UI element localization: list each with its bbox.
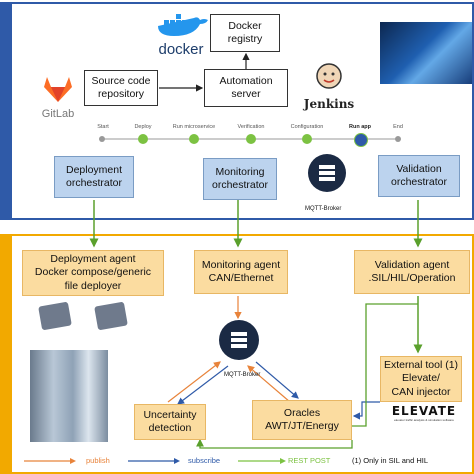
arrow-rest-route bbox=[352, 303, 418, 427]
top-panel bbox=[10, 2, 474, 220]
mqtt-broker-bottom-icon bbox=[219, 320, 259, 360]
arrow-tool-oracles bbox=[352, 401, 380, 420]
stage-start: Start bbox=[97, 124, 109, 130]
progress-icon-run-app bbox=[354, 133, 368, 147]
oracles-box: Oracles AWT/JT/Energy bbox=[252, 400, 352, 440]
automation-server-box: Automation server bbox=[204, 69, 288, 107]
footnote: (1) Only in SIL and HIL bbox=[352, 456, 429, 465]
server-icon bbox=[319, 165, 335, 181]
stage-end: End bbox=[393, 124, 403, 130]
stage-verification: Verification bbox=[237, 124, 265, 130]
docker-whale-icon bbox=[158, 14, 208, 36]
top-panel-stripe bbox=[0, 2, 12, 220]
server-icon bbox=[231, 332, 247, 348]
check-icon-deploy bbox=[138, 134, 148, 144]
legend-rest-post: REST POST bbox=[288, 456, 331, 465]
stage-dot-end bbox=[395, 136, 401, 142]
mqtt-broker-top-icon bbox=[308, 154, 346, 192]
elevator-image bbox=[30, 350, 108, 442]
gitlab-logo: GitLab bbox=[36, 75, 80, 120]
arrow-broker-uncertainty bbox=[177, 365, 229, 405]
deployment-agent-box: Deployment agent Docker compose/generic … bbox=[22, 250, 164, 296]
source-code-repository-box: Source code repository bbox=[84, 70, 158, 106]
mqtt-broker-bottom-label: MQTT-Broker bbox=[224, 372, 261, 378]
monitoring-orchestrator-box: Monitoring orchestrator bbox=[203, 158, 277, 200]
mqtt-broker-top-label: MQTT-Broker bbox=[305, 206, 342, 212]
elevate-logo: ELEVATE elevator traffic analysis & simu… bbox=[382, 404, 466, 426]
stage-deploy: Deploy bbox=[134, 124, 152, 130]
stage-run-app: Run app bbox=[349, 124, 371, 130]
docker-logo: docker bbox=[152, 12, 210, 58]
check-icon-run-microservice bbox=[189, 134, 199, 144]
elevate-tagline: elevator traffic analysis & simulation s… bbox=[394, 418, 454, 422]
validation-orchestrator-box: Validation orchestrator bbox=[378, 155, 460, 197]
arrow-broker-oracles bbox=[255, 361, 299, 399]
docker-logo-text: docker bbox=[158, 41, 204, 58]
legend-arrows bbox=[24, 458, 286, 464]
legend-rest-arrow bbox=[280, 458, 286, 464]
server-image bbox=[380, 22, 472, 84]
legend-publish-arrow bbox=[70, 458, 76, 464]
gitlab-logo-text: GitLab bbox=[41, 108, 75, 120]
stage-run-microservice: Run microservice bbox=[172, 124, 216, 130]
stage-dot-start bbox=[99, 136, 105, 142]
device-board-image bbox=[38, 301, 72, 331]
stage-configuration: Configuration bbox=[290, 124, 324, 130]
jenkins-butler-icon bbox=[316, 63, 342, 89]
deployment-orchestrator-box: Deployment orchestrator bbox=[54, 156, 134, 198]
bottom-panel bbox=[10, 234, 474, 474]
external-tool-box: External tool (1) Elevate/ CAN injector bbox=[380, 356, 462, 402]
uncertainty-detection-box: Uncertainty detection bbox=[134, 404, 206, 440]
validation-agent-box: Validation agent .SIL/HIL/Operation bbox=[354, 250, 470, 294]
legend-subscribe-arrow bbox=[174, 458, 180, 464]
jenkins-logo: Jenkins bbox=[298, 62, 360, 111]
monitoring-agent-box: Monitoring agent CAN/Ethernet bbox=[194, 250, 288, 294]
arrow-uncertainty-broker bbox=[167, 361, 221, 403]
gitlab-fox-icon bbox=[44, 77, 72, 102]
arrow-oracles-broker bbox=[247, 365, 291, 403]
arrow-rest-uncertainty bbox=[196, 438, 353, 449]
bottom-panel-stripe bbox=[0, 234, 12, 474]
check-icon-verification bbox=[246, 134, 256, 144]
docker-registry-box: Docker registry bbox=[210, 14, 280, 52]
legend-subscribe: subscribe bbox=[188, 456, 221, 465]
check-icon-configuration bbox=[302, 134, 312, 144]
jenkins-logo-text: Jenkins bbox=[303, 97, 355, 111]
device-board-image bbox=[94, 301, 128, 331]
elevate-logo-text: ELEVATE bbox=[391, 404, 457, 418]
legend-publish: publish bbox=[86, 456, 110, 465]
